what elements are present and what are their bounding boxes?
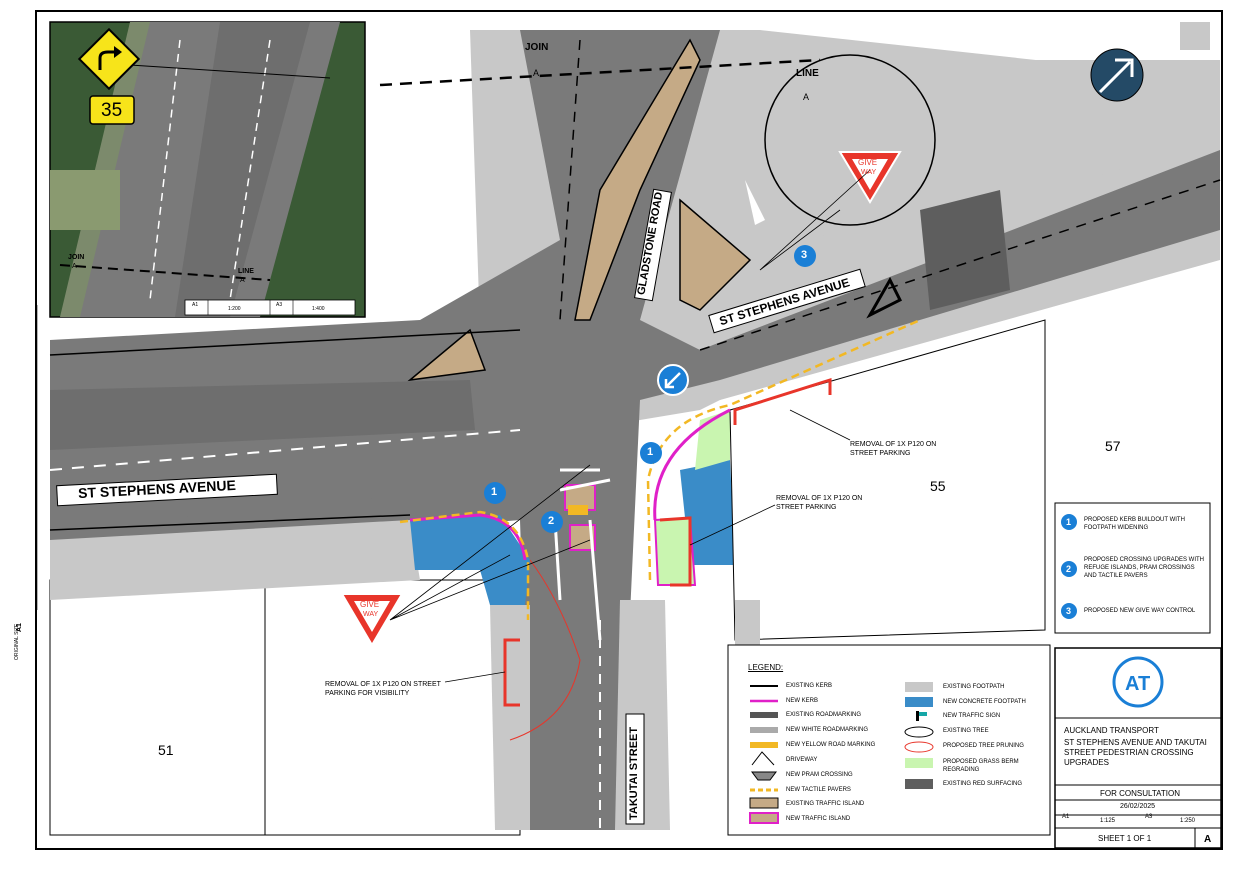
legend-item: NEW TRAFFIC ISLAND: [786, 816, 851, 822]
lot-55: 55: [930, 478, 946, 494]
legend-item: NEW TRAFFIC SIGN: [943, 713, 1001, 719]
line-label: LINE: [796, 68, 819, 79]
legend-box: [727, 644, 1051, 836]
line-sub: A: [803, 92, 810, 102]
key-notes-box: [1054, 502, 1211, 634]
legend-item: NEW KERB: [786, 698, 819, 704]
takutai-street-label: TAKUTAI STREET: [628, 726, 640, 820]
marker-2: 2: [548, 515, 555, 527]
legend-item: EXISTING TREE: [943, 728, 989, 734]
keep-left-sign-icon: [657, 364, 689, 396]
inset-join-sub: A: [72, 263, 77, 270]
new-footpath-right: [680, 460, 735, 565]
title-rev: A: [1204, 834, 1212, 845]
title-a1: A1: [1062, 814, 1070, 820]
legend-item: NEW WHITE ROADMARKING: [786, 727, 868, 733]
legend-item: PROPOSED GRASS BERM REGRADING: [943, 759, 1019, 773]
road-label-box: [56, 473, 278, 507]
inset-scale-a1: A1: [192, 302, 199, 308]
legend-item: NEW TACTILE PAVERS: [786, 787, 851, 793]
give-way-sign-icon: [838, 151, 902, 204]
markers: [484, 245, 1077, 619]
key-num-3: 3: [1066, 606, 1072, 616]
curve-warning-sign-icon: [77, 27, 141, 91]
title-org: AUCKLAND TRANSPORT: [1064, 726, 1159, 735]
note-removal-left: REMOVAL OF 1x P120 ON STREET PARKING FOR…: [325, 681, 441, 697]
key-note-2: PROPOSED CROSSING UPGRADES WITH REFUGE I…: [1084, 557, 1205, 579]
lot-57: 57: [1105, 438, 1121, 454]
svg-text:AT: AT: [1125, 673, 1150, 695]
title-a3-scale: 1:250: [1180, 818, 1196, 824]
inset-map: [49, 21, 366, 318]
legend-title: LEGEND:: [748, 663, 784, 672]
speed-advisory: 35: [101, 100, 123, 121]
inset-scale-a1-value: 1:200: [228, 306, 241, 312]
inset-scale-a3: A3: [276, 302, 283, 308]
key-note-1: PROPOSED KERB BUILDOUT WITH FOOTPATH WID…: [1084, 517, 1185, 531]
legend-swatches: [749, 682, 934, 824]
at-logo: [1112, 656, 1164, 708]
title-a3: A3: [1145, 814, 1153, 820]
give-way-text-2: WAY: [861, 169, 877, 176]
speed-advisory-plate: [89, 95, 135, 125]
inset-line-label: LINE: [238, 268, 254, 275]
legend-item: NEW CONCRETE FOOTPATH: [943, 699, 1026, 705]
legend-item: NEW PRAM CROSSING: [786, 772, 853, 778]
title-date: 26/02/2025: [1120, 803, 1156, 810]
legend-item: NEW YELLOW ROAD MARKING: [786, 742, 876, 748]
join-sub: A: [533, 68, 540, 78]
inset-scale-a3-value: 1:400: [312, 306, 325, 312]
legend-item: EXISTING KERB: [786, 683, 833, 689]
title-project: ST STEPHENS AVENUE AND TAKUTAI STREET PE…: [1064, 738, 1207, 767]
note-removal-upper: REMOVAL OF 1x P120 ON STREET PARKING: [850, 441, 937, 457]
traffic-island-center: [574, 38, 701, 321]
give-way-sign-left-icon: [340, 593, 404, 647]
lot-51: 51: [158, 742, 174, 758]
note-removal-mid: REMOVAL OF 1x P120 ON STREET PARKING: [776, 495, 863, 511]
title-sheet: SHEET 1 OF 1: [1098, 834, 1152, 843]
side-a1: A1: [16, 623, 23, 632]
give-way-left-text-2: WAY: [363, 611, 379, 618]
marker-1b: 1: [647, 446, 654, 458]
inset-join-label: JOIN: [68, 254, 85, 261]
drawing-frame: [35, 10, 1223, 850]
new-footpath-left: [410, 515, 530, 605]
inset-line-sub: A: [240, 277, 245, 284]
give-way-text-1: GIVE: [858, 158, 878, 167]
give-way-left-text-1: GIVE: [360, 600, 380, 609]
title-status: FOR CONSULTATION: [1100, 789, 1180, 798]
title-a1-scale: 1:125: [1100, 818, 1116, 824]
legend-item: EXISTING TRAFFIC ISLAND: [786, 801, 865, 807]
join-label: JOIN: [525, 42, 549, 53]
marker-3: 3: [801, 249, 808, 261]
legend-item: PROPOSED TREE PRUNING: [943, 743, 1024, 749]
legend-item: EXISTING ROADMARKING: [786, 712, 862, 718]
legend-item: EXISTING FOOTPATH: [943, 684, 1005, 690]
marker-1a: 1: [491, 486, 498, 498]
road-surface: [50, 30, 1220, 830]
key-num-1: 1: [1066, 517, 1072, 527]
key-num-2: 2: [1066, 564, 1072, 574]
legend-item: EXISTING RED SURFACING: [943, 781, 1023, 787]
north-arrow-icon: [1090, 48, 1144, 102]
key-note-3: PROPOSED NEW GIVE WAY CONTROL: [1084, 608, 1196, 614]
legend-item: DRIVEWAY: [786, 757, 818, 763]
